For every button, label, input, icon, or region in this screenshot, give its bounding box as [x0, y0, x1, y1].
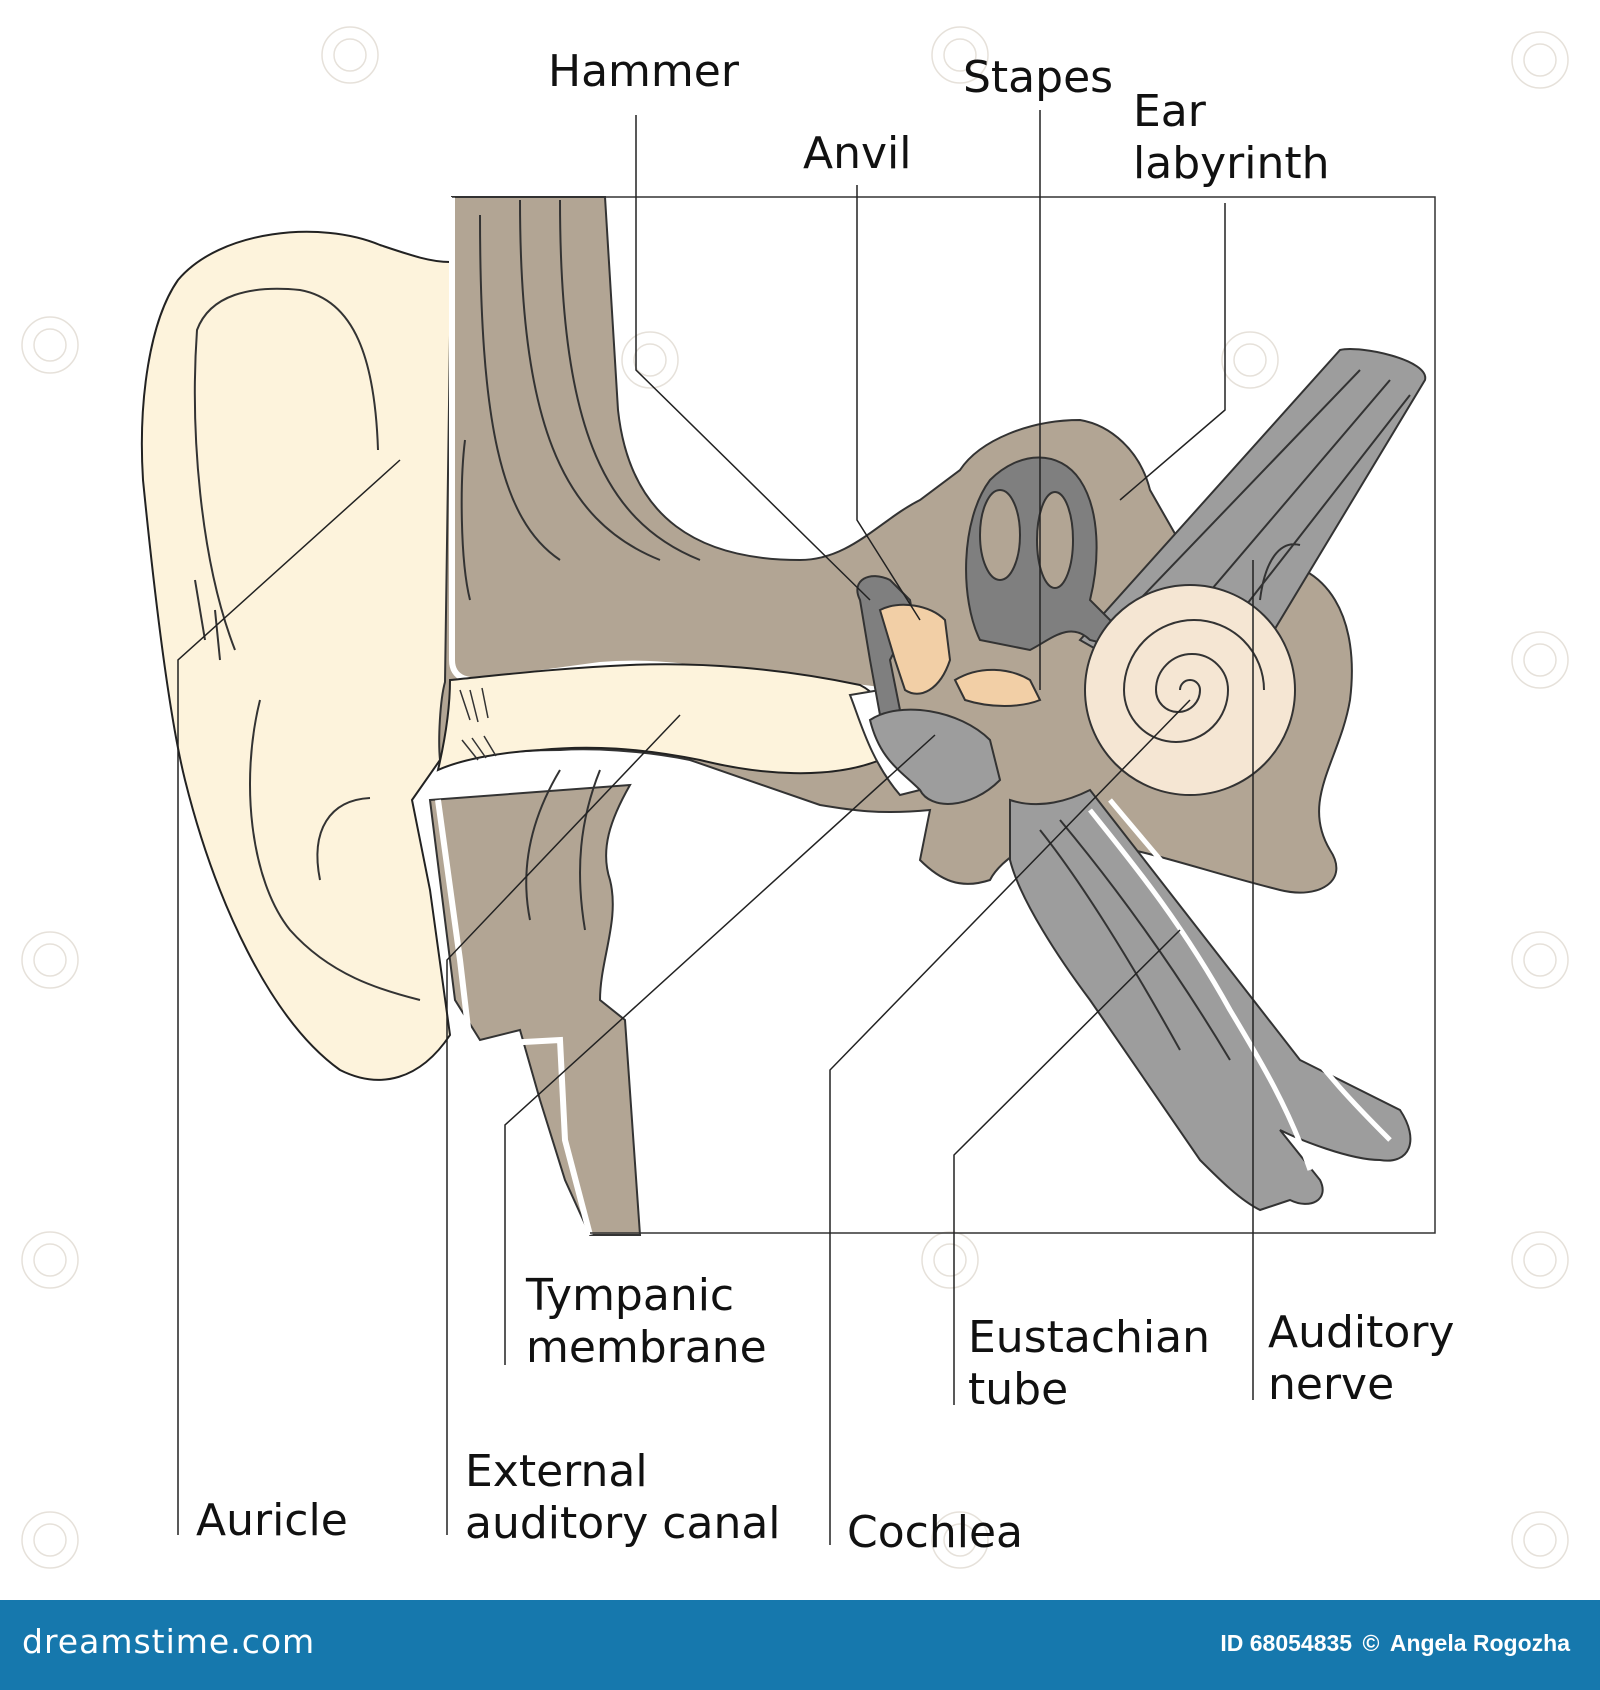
eustachian-tube-lumen	[1088, 798, 1392, 1171]
label-eustachian-tube: Eustachian tube	[968, 1312, 1210, 1416]
label-external-line1: External	[465, 1446, 648, 1497]
tympanic-leader	[504, 734, 936, 1365]
external-canal-leader	[446, 714, 681, 1535]
anvil-shape	[878, 603, 952, 695]
copyright-icon: ©	[1362, 1630, 1380, 1656]
concha-fold	[316, 797, 371, 881]
helix-inner-fold	[193, 287, 379, 651]
labyrinth-leader	[1119, 203, 1226, 501]
watermark-pattern	[21, 26, 1569, 1569]
middle-ear-cavity	[868, 708, 1002, 805]
label-tympanic-line1: Tympanic	[526, 1270, 735, 1321]
bone-contour-lines	[460, 199, 701, 931]
antihelix-fold	[249, 699, 421, 1001]
label-anvil: Anvil	[803, 128, 912, 179]
label-auricle: Auricle	[196, 1495, 348, 1546]
label-external-auditory-canal: External auditory canal	[465, 1446, 781, 1550]
label-auditory-nerve: Auditory nerve	[1268, 1307, 1454, 1411]
image-id: ID 68054835	[1220, 1630, 1353, 1656]
label-eustachian-line2: tube	[968, 1364, 1069, 1415]
ear-canal-shape	[436, 663, 892, 775]
label-tympanic-membrane: Tympanic membrane	[526, 1270, 767, 1374]
temporal-bone-lower	[428, 783, 642, 1236]
label-hammer: Hammer	[548, 46, 739, 97]
cochlea-outer	[1084, 584, 1296, 796]
canal-loop-2	[1036, 491, 1074, 589]
stapes-shape	[953, 668, 1042, 707]
label-stapes: Stapes	[963, 52, 1114, 103]
inset-frame	[452, 196, 1436, 1234]
auricle-shape	[140, 230, 452, 1081]
canal-hairs	[459, 687, 497, 761]
label-ear-labyrinth-line1: Ear	[1133, 86, 1206, 137]
tragus-fold	[194, 579, 221, 661]
leader-lines	[177, 110, 1254, 1545]
cochlea-leader	[829, 699, 1191, 1545]
author-name: Angela Rogozha	[1389, 1630, 1570, 1656]
eustachian-tube-lines	[1039, 819, 1231, 1061]
label-ear-labyrinth: Ear labyrinth	[1133, 86, 1330, 190]
label-cochlea: Cochlea	[847, 1507, 1023, 1558]
label-auditory-nerve-line1: Auditory	[1268, 1307, 1455, 1358]
canal-loop-1	[979, 489, 1021, 581]
auditory-nerve-fibers	[1119, 369, 1411, 691]
anvil-leader	[856, 185, 921, 621]
image-credit: ID 68054835 © Angela Rogozha	[1218, 1630, 1572, 1657]
stock-footer-bar: dreamstime.com ID 68054835 © Angela Rogo…	[0, 1600, 1600, 1690]
auricle-leader	[177, 459, 401, 1535]
eustachian-leader	[953, 929, 1181, 1405]
hammer-leader	[635, 115, 871, 601]
label-tympanic-line2: membrane	[526, 1322, 767, 1373]
brand-logo-text: dreamstime.com	[22, 1622, 316, 1661]
cochlea-spiral	[1122, 619, 1265, 743]
label-auditory-nerve-line2: nerve	[1268, 1359, 1395, 1410]
label-eustachian-line1: Eustachian	[968, 1312, 1210, 1363]
label-ear-labyrinth-line2: labyrinth	[1133, 138, 1330, 189]
label-external-line2: auditory canal	[465, 1498, 781, 1549]
